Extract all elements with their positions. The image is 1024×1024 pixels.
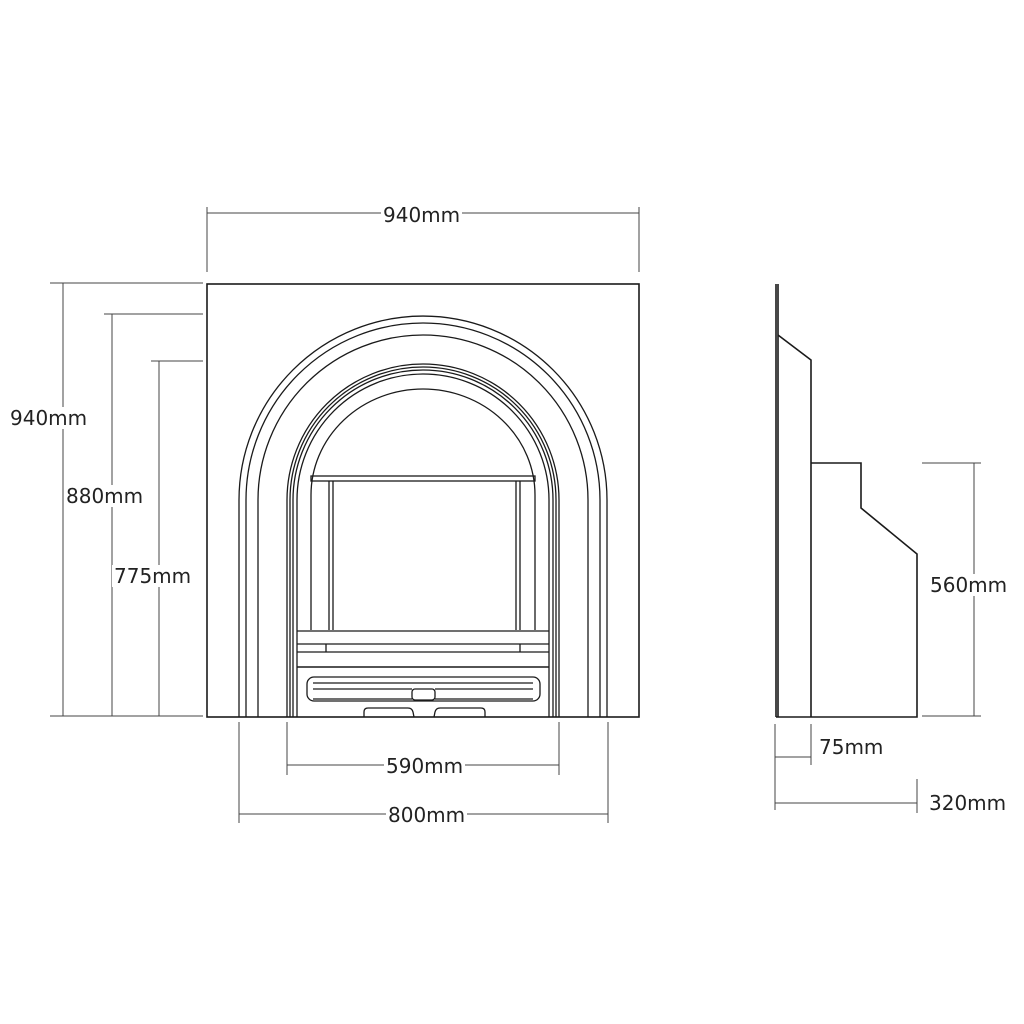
dim-label-outer-arch-width: 800mm — [386, 803, 468, 827]
dim-label-canopy-height: 560mm — [928, 573, 1010, 597]
front-plate-outline — [206, 283, 640, 718]
fireback-top-bar — [310, 475, 536, 482]
dim-label-overall-depth: 320mm — [927, 791, 1009, 815]
dim-label-outer-arch-height: 880mm — [64, 484, 146, 508]
inner-arch-line-1 — [286, 363, 560, 717]
dim-label-opening-width: 590mm — [384, 754, 466, 778]
ashpan-handle — [411, 688, 436, 701]
outer-arch-line-1 — [238, 315, 608, 717]
inner-arch-line-2 — [289, 366, 557, 717]
dim-label-inner-arch-height: 775mm — [112, 564, 194, 588]
side-dimension-lines — [774, 462, 981, 813]
base-feet — [363, 707, 486, 718]
ashpan-front — [306, 676, 541, 702]
inner-arch-line-3 — [292, 369, 554, 717]
front-dimension-lines — [50, 207, 640, 823]
side-view — [775, 284, 918, 718]
outer-arch-line-3 — [257, 334, 589, 717]
dim-label-overall-height: 940mm — [8, 406, 90, 430]
dim-label-top-width: 940mm — [381, 203, 463, 227]
dim-label-plate-depth: 75mm — [817, 735, 886, 759]
inner-arch-line-4 — [296, 373, 550, 717]
opening-arch — [310, 388, 536, 630]
front-view — [206, 283, 640, 718]
side-profile-outline — [776, 334, 918, 718]
outer-arch-line-2 — [245, 322, 601, 717]
